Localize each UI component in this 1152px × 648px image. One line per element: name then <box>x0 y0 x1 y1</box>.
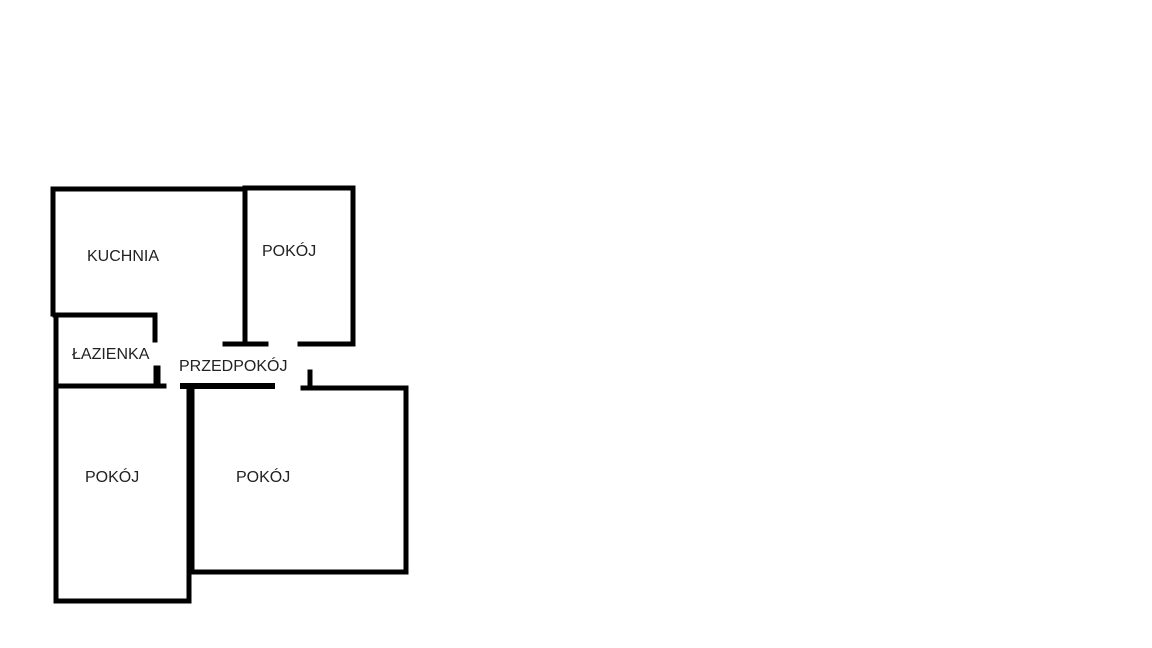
room-label-pokoj-top: POKÓJ <box>262 243 317 260</box>
room-label-przedpokoj: PRZEDPOKÓJ <box>179 358 288 375</box>
room-label-kuchnia: KUCHNIA <box>87 248 160 265</box>
room-label-pokoj-big: POKÓJ <box>236 469 291 486</box>
room-label-pokoj-left: POKÓJ <box>85 469 140 486</box>
room-label-lazienka: ŁAZIENKA <box>72 346 150 363</box>
